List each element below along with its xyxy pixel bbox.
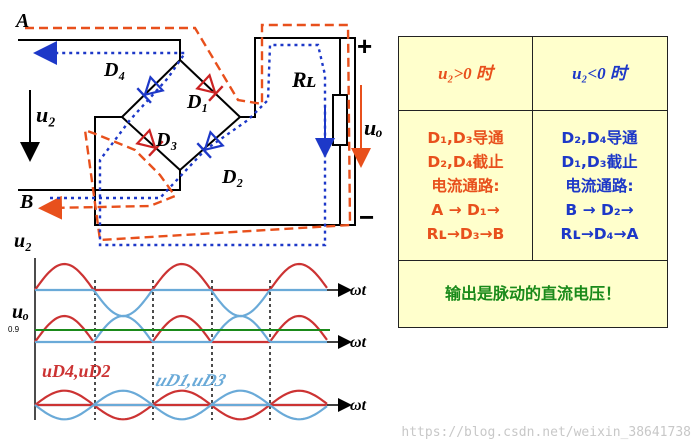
positive-cell: D₁,D₃导通 D₂,D₄截止 电流通路: A → D₁→ Rʟ→D₃→B — [399, 111, 533, 260]
label-d3: D₃ — [155, 129, 177, 151]
header-negative-text: u₂<0 时 — [572, 63, 627, 83]
negative-current-path — [33, 41, 327, 247]
positive-line: A → D₁→ — [431, 200, 500, 219]
wt-label-1: ωt — [350, 282, 367, 299]
diode-d1 — [195, 73, 224, 102]
positive-line: Rʟ→D₃→B — [426, 224, 505, 243]
negative-cell: D₂,D₄导通 D₁,D₃截止 电流通路: B → D₂→ Rʟ→D₄→A — [532, 111, 667, 260]
label-d1: D₁ — [186, 91, 208, 113]
wave-label-u2: u₂ — [14, 230, 32, 252]
wt-label-3: ωt — [350, 397, 367, 414]
diode-d2 — [196, 130, 225, 159]
positive-current-path — [25, 23, 352, 242]
label-rl: Rʟ — [291, 67, 316, 92]
label-b: B — [19, 191, 33, 213]
label-u2: u₂ — [36, 102, 56, 127]
negative-line: D₁,D₃截止 — [561, 152, 638, 171]
watermark: https://blog.csdn.net/weixin_38641738 — [401, 425, 691, 440]
header-negative: u₂<0 时 — [532, 37, 667, 110]
label-uo: uₒ — [364, 115, 383, 140]
table-conclusion-row: 输出是脉动的直流电压！ — [399, 261, 667, 327]
label-a: A — [14, 10, 29, 32]
load-resistor — [332, 94, 348, 146]
uo-blue-curve — [35, 314, 327, 344]
diode-d3 — [135, 128, 164, 157]
label-minus: − — [359, 202, 374, 232]
wave-label-uo: uₒ — [12, 301, 29, 323]
analysis-table: u₂>0 时 u₂<0 时 D₁,D₃导通 D₂,D₄截止 电流通路: A → … — [398, 36, 668, 328]
conclusion-cell: 输出是脉动的直流电压！ — [399, 261, 667, 327]
label-d2: D₂ — [221, 166, 243, 188]
negative-line: 电流通路: — [565, 176, 634, 195]
header-positive: u₂>0 时 — [399, 37, 533, 110]
ud-blue-curve — [35, 389, 327, 407]
wave-label-ud: uD4,uD2 — [42, 361, 111, 381]
wt-label-2: ωt — [350, 334, 367, 351]
positive-line: D₂,D₄截止 — [427, 152, 504, 171]
ud-red-curve — [34, 389, 328, 407]
wave-label-small: 0.9 — [8, 325, 20, 334]
negative-line: Rʟ→D₄→A — [560, 224, 639, 243]
conclusion-text: 输出是脉动的直流电压！ — [444, 284, 621, 303]
label-d4: D₄ — [103, 59, 125, 81]
u2-negative-curve — [35, 288, 327, 318]
waveform-curves — [34, 262, 328, 421]
header-positive-text: u₂>0 时 — [438, 63, 493, 83]
ud-blue-neg-curve — [34, 403, 328, 421]
negative-line: B → D₂→ — [565, 200, 634, 219]
label-plus: + — [357, 31, 372, 61]
positive-line: 电流通路: — [431, 176, 500, 195]
table-body-row: D₁,D₃导通 D₂,D₄截止 电流通路: A → D₁→ Rʟ→D₃→B D₂… — [399, 111, 667, 261]
positive-line: D₁,D₃导通 — [427, 128, 504, 147]
u2-positive-curve — [34, 262, 328, 292]
wave-label-ud-extra: uD1,uD3 — [153, 371, 229, 391]
negative-line: D₂,D₄导通 — [561, 128, 638, 147]
ud-red-neg-curve — [35, 403, 327, 421]
table-header-row: u₂>0 时 u₂<0 时 — [399, 37, 667, 111]
